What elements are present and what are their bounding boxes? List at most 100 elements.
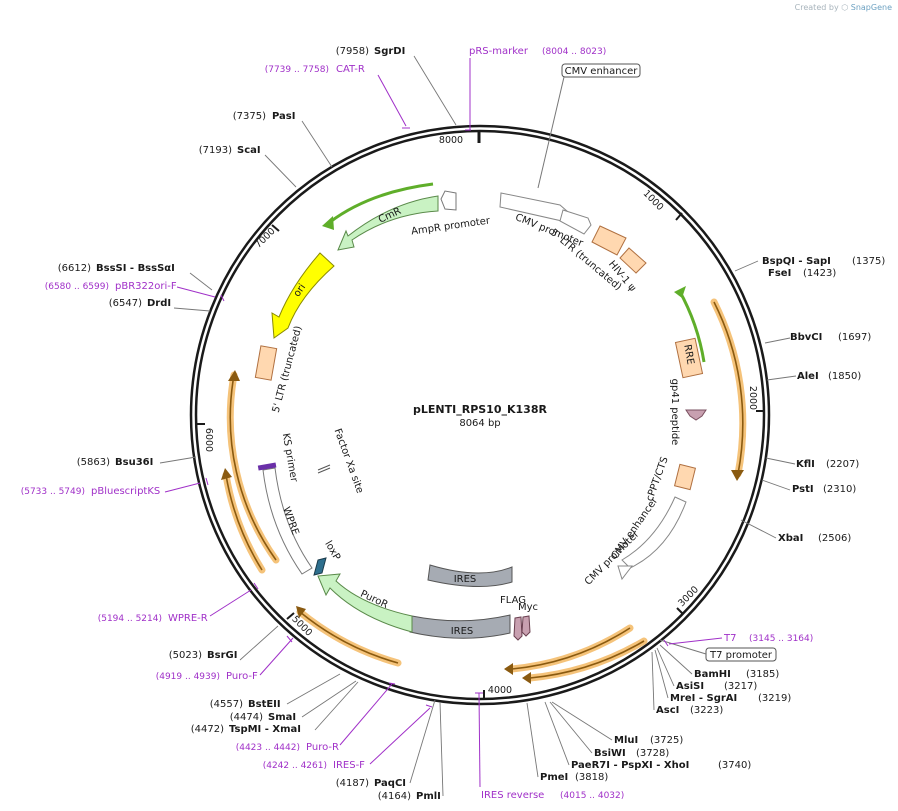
site-bsrgi-pos: (5023) <box>169 650 202 661</box>
plasmid-size: 8064 bp <box>459 418 500 429</box>
label-ires-upper: IRES <box>454 574 477 585</box>
orf-bottom2-arrow-head <box>522 672 531 684</box>
site-sgrdi-name: SgrDI <box>374 46 405 57</box>
label-rre: RRE <box>681 344 695 366</box>
tick-label-6000: 6000 <box>203 428 214 452</box>
site-paer7i-pos: (3740) <box>718 760 751 771</box>
feature-myc[interactable] <box>521 615 531 637</box>
primer-wpre-r-range: (5194 .. 5214) <box>98 614 162 624</box>
site-xbai-pos: (2506) <box>818 533 851 544</box>
feature-hiv-psi[interactable] <box>619 247 647 274</box>
primer-ires-rev-range: (4015 .. 4032) <box>560 791 624 801</box>
site-bsrgi-name: BsrGI <box>207 650 237 661</box>
feature-wpre[interactable] <box>262 467 313 575</box>
site-mlui-name: MluI <box>614 735 638 746</box>
site-psti-pos: (2310) <box>823 484 856 495</box>
primer-wpre-r-name: WPRE-R <box>168 613 208 624</box>
cmv-enhancer-leader <box>537 76 565 189</box>
feature-orf-bottom2 <box>529 640 645 679</box>
primer-puro-r-range: (4423 .. 4442) <box>236 743 300 753</box>
site-pmli-pos: (4164) <box>378 791 411 802</box>
site-pmei-pos: (3818) <box>575 772 608 783</box>
primer-t7-range: (3145 .. 3164) <box>749 634 813 644</box>
site-scai-pos: (7193) <box>199 145 232 156</box>
label-ks-primer: KS primer <box>280 432 300 483</box>
label-gp41: gp41 peptide <box>669 379 680 446</box>
site-pmli-name: PmlI <box>416 791 441 802</box>
feature-ks-primer-site[interactable] <box>257 462 277 471</box>
green-arrow-head-right <box>674 286 686 298</box>
site-paqci-name: PaqCI <box>374 778 406 789</box>
site-kfli-pos: (2207) <box>826 459 859 470</box>
tick-label-2000: 2000 <box>747 386 758 410</box>
label-factor-xa: Factor Xa site <box>332 427 366 495</box>
boxed-t7-promoter: T7 promoter <box>705 647 777 662</box>
label-myc: Myc <box>518 602 538 613</box>
feature-green-arrow-top[interactable] <box>329 182 434 224</box>
site-tspmi-pos: (4472) <box>191 724 224 735</box>
site-alei-pos: (1850) <box>828 371 861 382</box>
primer-puro-f-range: (4919 .. 4939) <box>156 672 220 682</box>
feature-orf-right <box>713 301 744 475</box>
credit-brand: SnapGene <box>850 3 892 12</box>
site-pasi-name: PasI <box>272 111 295 122</box>
feature-orf-bottom <box>511 627 631 670</box>
feature-ires-upper[interactable] <box>427 564 513 587</box>
feature-puror[interactable] <box>317 573 413 633</box>
orf-right-arrow-head <box>731 470 744 481</box>
feature-ires-lower[interactable] <box>409 614 511 639</box>
label-5ltr-left: 5' LTR (truncated) <box>271 325 305 414</box>
site-drdi-pos: (6547) <box>109 298 142 309</box>
feature-orf-bl <box>299 611 399 664</box>
site-sgrdi-pos: (7958) <box>336 46 369 57</box>
site-bsiwi-name: BsiWI <box>594 748 626 759</box>
feature-ori[interactable] <box>271 252 335 339</box>
feature-5ltr-left[interactable] <box>254 345 278 381</box>
site-xbai-name: XbaI <box>778 533 803 544</box>
primer-pbr322-range: (6580 .. 6599) <box>45 282 109 292</box>
site-bsssi-pos: (6612) <box>58 263 91 274</box>
site-mrei-name: MreI - SgrAI <box>670 693 737 704</box>
site-bspqi-name: BspQI - SapI <box>762 256 831 267</box>
site-scai-name: ScaI <box>237 145 261 156</box>
feature-factor-xa[interactable] <box>317 464 331 474</box>
feature-loxp[interactable] <box>313 557 327 576</box>
feature-cmr[interactable] <box>337 195 439 251</box>
site-bsteii-name: BstEII <box>248 699 281 710</box>
boxed-cmv-enhancer-text: CMV enhancer <box>565 66 639 77</box>
site-bbvci-pos: (1697) <box>838 332 871 343</box>
boxed-cmv-enhancer: CMV enhancer <box>561 63 641 78</box>
label-flag: FLAG <box>500 595 526 606</box>
primer-ires-rev-name: IRES reverse <box>481 790 544 801</box>
primer-prs-marker-range: (8004 .. 8023) <box>542 47 606 57</box>
credit-prefix: Created by <box>794 3 839 12</box>
green-arrow-head-top <box>322 216 334 230</box>
boxed-t7-promoter-text: T7 promoter <box>709 650 773 661</box>
feature-cppt[interactable] <box>673 463 697 491</box>
tick-marks <box>196 131 764 699</box>
orf-bl-arrow-head <box>296 606 306 618</box>
primer-ires-f-name: IRES-F <box>333 760 365 771</box>
primer-t7-name: T7 <box>723 633 736 644</box>
tick-label-7000: 7000 <box>253 226 278 251</box>
site-alei-name: AleI <box>797 371 819 382</box>
creator-credit: Created by ⬡ SnapGene <box>795 3 892 12</box>
site-asci-pos: (3223) <box>690 705 723 716</box>
feature-orf-right-glow[interactable] <box>710 298 747 478</box>
primer-cat-r-range: (7739 .. 7758) <box>265 65 329 75</box>
feature-cmv-promoter[interactable] <box>499 192 592 235</box>
feature-ampr-promoter[interactable] <box>440 190 457 211</box>
primer-puro-f-name: Puro-F <box>226 671 258 682</box>
feature-5ltr-top[interactable] <box>591 225 627 256</box>
feature-cmv-lower[interactable] <box>617 496 687 581</box>
site-pasi-pos: (7375) <box>233 111 266 122</box>
orf-left2-arrow-head <box>221 468 232 480</box>
feature-rre[interactable] <box>674 337 704 379</box>
feature-orf-bottom-glow[interactable] <box>508 624 634 673</box>
feature-orf-left2 <box>225 474 263 571</box>
t7-promoter-leader <box>659 639 707 655</box>
site-fsei-pos: (1423) <box>803 268 836 279</box>
feature-flag[interactable] <box>513 616 523 641</box>
label-ampr-promoter: AmpR promoter <box>411 215 492 237</box>
feature-gp41-marker[interactable] <box>685 409 707 421</box>
